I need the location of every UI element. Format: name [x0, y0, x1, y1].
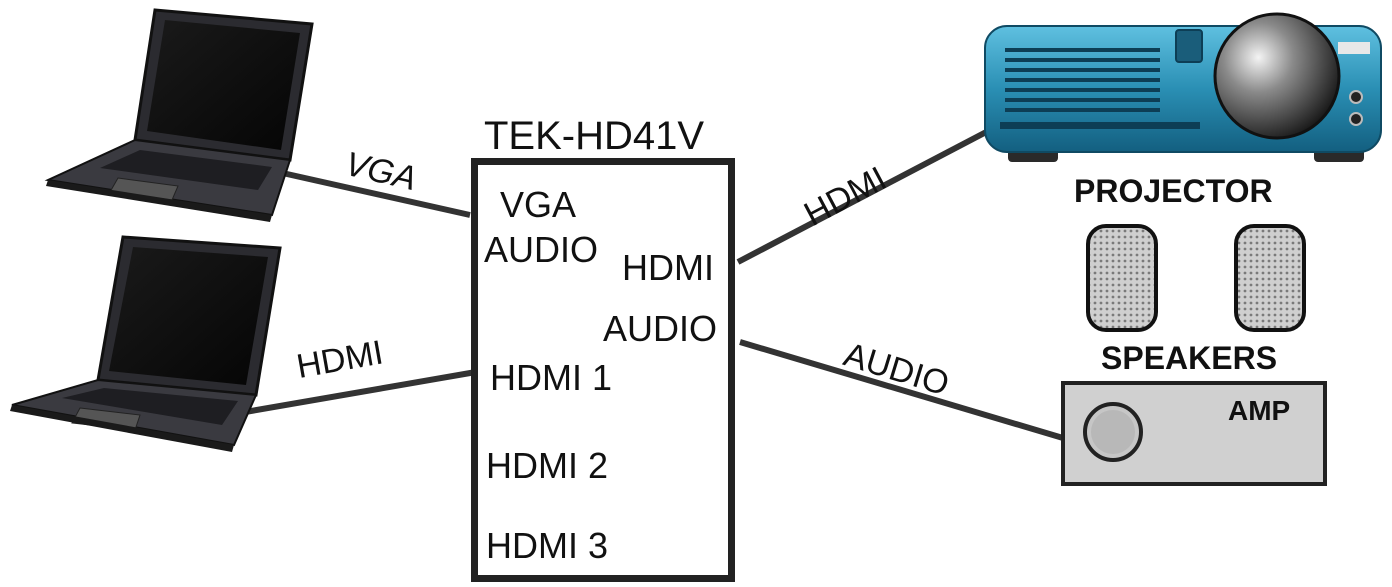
speakers-label: SPEAKERS — [1101, 340, 1278, 376]
cable-laptop2-hdmi — [221, 369, 477, 419]
speaker-right-icon — [1234, 224, 1306, 332]
laptop-2-icon — [10, 235, 282, 452]
laptop-1-icon — [44, 8, 314, 222]
switch-output-hdmi: HDMI — [622, 247, 714, 288]
speaker-left-icon — [1086, 224, 1158, 332]
projector-icon — [984, 12, 1382, 162]
cable-projector-hdmi — [736, 127, 992, 265]
switch-input-hdmi2: HDMI 2 — [486, 445, 609, 486]
switch-input-audio: AUDIO — [484, 229, 599, 270]
switch-title: TEK-HD41V — [484, 114, 705, 158]
amp-icon — [1061, 381, 1327, 486]
cable-laptop1-vga — [277, 169, 471, 218]
switch-input-vga: VGA — [500, 184, 577, 225]
switch-box — [471, 158, 735, 582]
switch-output-audio: AUDIO — [603, 308, 718, 349]
switch-input-hdmi1: HDMI 1 — [490, 357, 613, 398]
cable-amp-audio — [739, 339, 1064, 441]
projector-label: PROJECTOR — [1074, 173, 1273, 209]
switch-input-hdmi3: HDMI 3 — [486, 525, 609, 566]
amp-label: AMP — [1228, 395, 1291, 426]
